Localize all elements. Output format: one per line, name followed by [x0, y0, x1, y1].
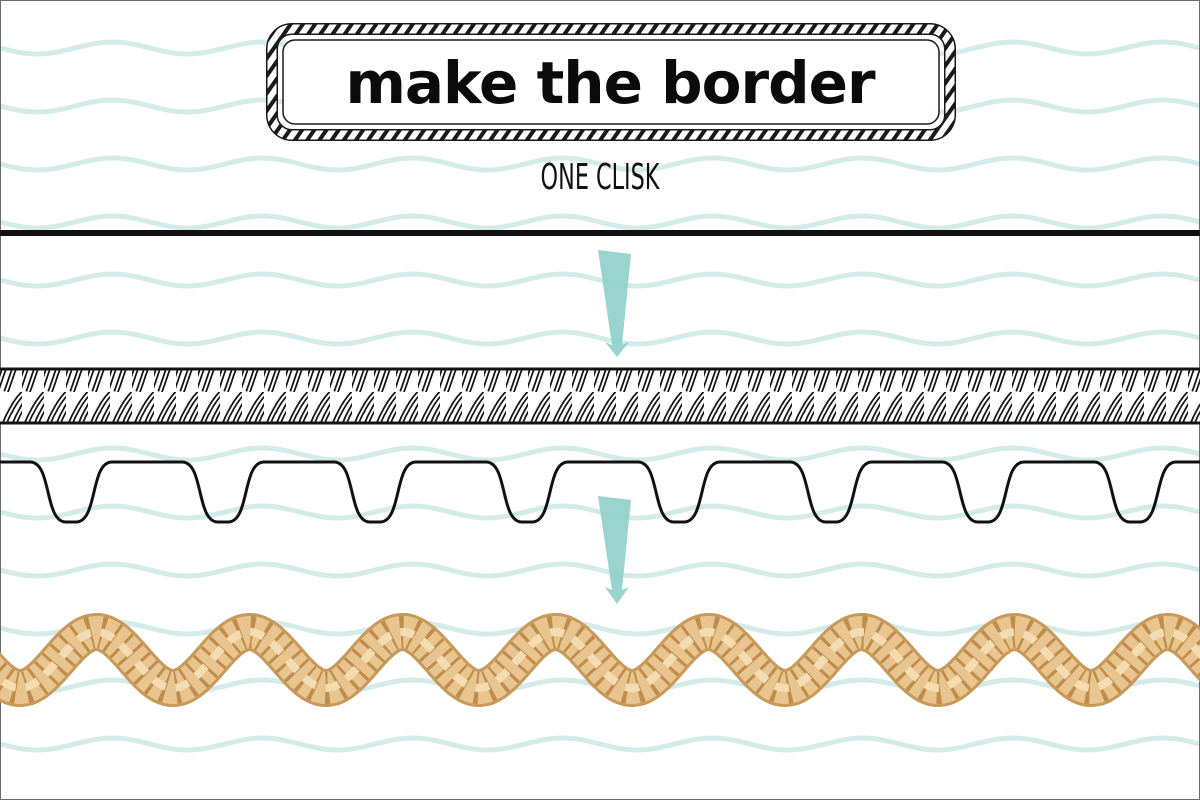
twisted-rope-icon — [0, 367, 1200, 425]
rope-wave-icon — [0, 612, 1200, 708]
background-wave — [0, 561, 1200, 579]
page-subtitle: ONE CLISK — [540, 156, 660, 198]
background-wave — [0, 155, 1200, 173]
background-wave — [0, 213, 1200, 231]
wave-path-icon — [0, 460, 1200, 524]
down-arrow-icon — [598, 496, 631, 604]
down-arrow-icon — [598, 250, 631, 357]
divider-line — [0, 230, 1200, 236]
page-title: make the border — [345, 49, 875, 117]
background-wave — [0, 445, 1200, 463]
background-wave — [0, 503, 1200, 521]
rope-frame-icon — [266, 23, 956, 141]
background-wave — [0, 735, 1200, 753]
background-wave — [0, 329, 1200, 347]
background-wave — [0, 271, 1200, 289]
